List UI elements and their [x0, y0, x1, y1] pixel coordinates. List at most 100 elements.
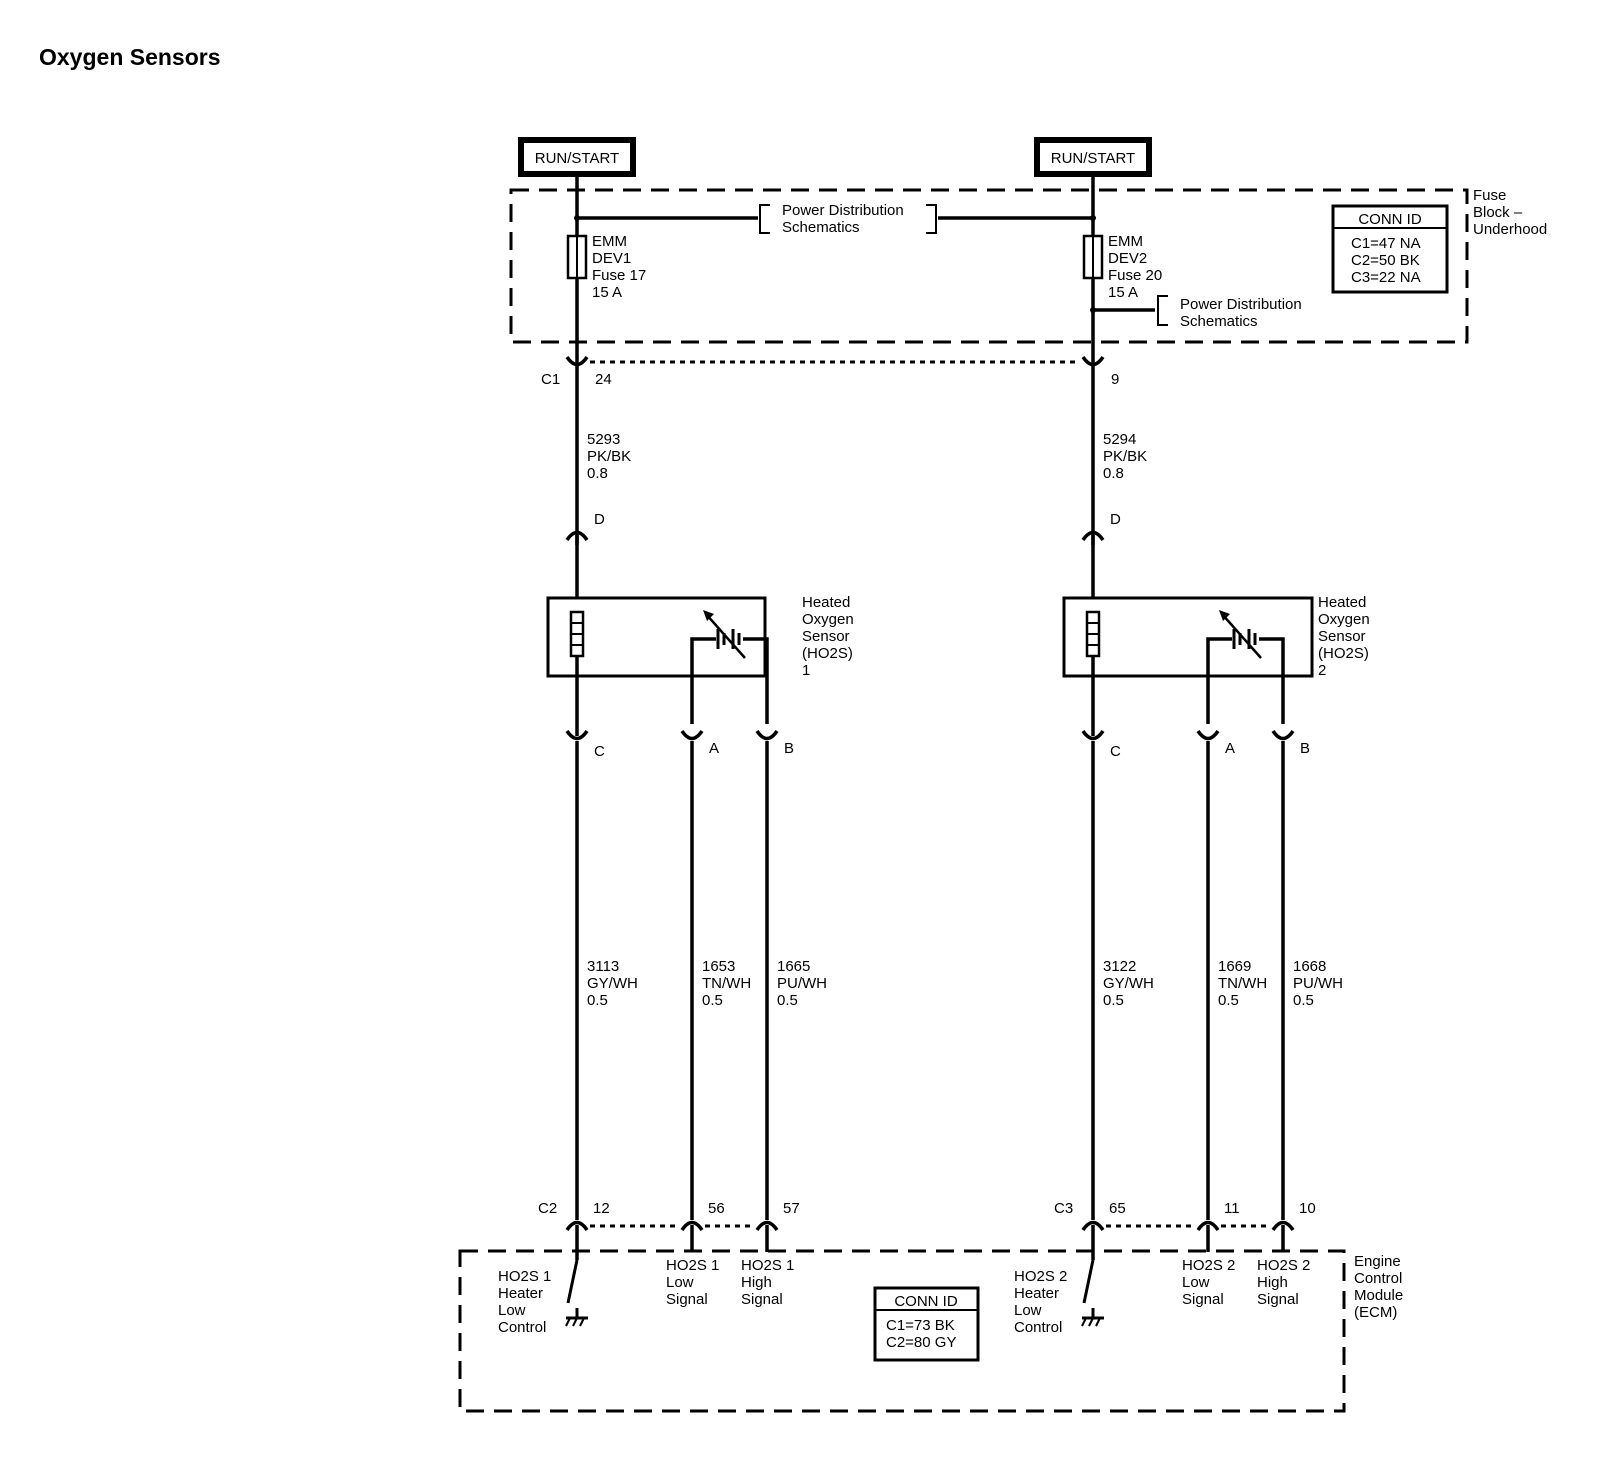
- svg-text:CONN ID: CONN ID: [894, 1293, 958, 1310]
- svg-text:Control: Control: [1014, 1319, 1062, 1336]
- svg-text:(ECM): (ECM): [1354, 1304, 1397, 1321]
- svg-text:PU/WH: PU/WH: [1293, 975, 1343, 992]
- fuse-17: EMM DEV1 Fuse 17 15 A: [566, 233, 646, 301]
- sensor-1-connectors: C A B: [565, 676, 794, 760]
- svg-text:HO2S 2: HO2S 2: [1014, 1268, 1067, 1285]
- svg-text:5294: 5294: [1103, 431, 1136, 448]
- svg-text:HO2S 2: HO2S 2: [1257, 1257, 1310, 1274]
- svg-text:Heater: Heater: [498, 1285, 543, 1302]
- svg-text:HO2S 2: HO2S 2: [1182, 1257, 1235, 1274]
- svg-text:0.5: 0.5: [1218, 992, 1239, 1009]
- ecm-label: Engine Control Module (ECM): [1354, 1253, 1403, 1321]
- svg-text:HO2S 1: HO2S 1: [666, 1257, 719, 1274]
- svg-text:Low: Low: [666, 1274, 694, 1291]
- svg-text:Sensor: Sensor: [802, 628, 850, 645]
- svg-text:Sensor: Sensor: [1318, 628, 1366, 645]
- svg-text:Low: Low: [1182, 1274, 1210, 1291]
- svg-text:PK/BK: PK/BK: [587, 448, 631, 465]
- svg-text:C1: C1: [541, 371, 560, 388]
- wire-label-1668: 1668 PU/WH 0.5: [1293, 958, 1343, 1009]
- ecm-heater-switch-1: [565, 1259, 588, 1327]
- wire-label-5293: 5293 PK/BK 0.8: [587, 431, 631, 482]
- ecm-label-ho2s1-low: HO2S 1 Low Signal: [666, 1257, 719, 1308]
- svg-text:Signal: Signal: [1257, 1291, 1299, 1308]
- svg-text:DEV2: DEV2: [1108, 250, 1147, 267]
- oxygen-sensor-1: Heated Oxygen Sensor (HO2S) 1: [546, 594, 854, 724]
- svg-text:A: A: [709, 740, 719, 757]
- ecm-label-ho2s1-high: HO2S 1 High Signal: [741, 1257, 794, 1308]
- wire-label-1669: 1669 TN/WH 0.5: [1218, 958, 1267, 1009]
- svg-text:CONN ID: CONN ID: [1358, 211, 1422, 228]
- svg-text:11: 11: [1224, 1200, 1240, 1217]
- power-distribution-ref-2: Power Distribution Schematics: [1157, 295, 1302, 330]
- page-title: Oxygen Sensors: [39, 44, 221, 70]
- svg-text:Control: Control: [498, 1319, 546, 1336]
- connector-d: D D: [565, 511, 1121, 542]
- svg-text:Heater: Heater: [1014, 1285, 1059, 1302]
- svg-text:PU/WH: PU/WH: [777, 975, 827, 992]
- svg-text:1: 1: [802, 662, 810, 679]
- svg-text:5293: 5293: [587, 431, 620, 448]
- svg-text:TN/WH: TN/WH: [1218, 975, 1267, 992]
- wire-label-3113: 3113 GY/WH 0.5: [587, 958, 638, 1009]
- ecm-label-ho2s1-heater: HO2S 1 Heater Low Control: [498, 1268, 551, 1336]
- svg-text:C: C: [594, 743, 605, 760]
- wire-label-3122: 3122 GY/WH 0.5: [1103, 958, 1154, 1009]
- svg-text:D: D: [1110, 511, 1121, 528]
- svg-text:C2=50 BK: C2=50 BK: [1351, 252, 1420, 269]
- svg-text:High: High: [1257, 1274, 1288, 1291]
- svg-text:C1=47 NA: C1=47 NA: [1351, 235, 1421, 252]
- svg-text:A: A: [1225, 740, 1235, 757]
- svg-text:(HO2S): (HO2S): [802, 645, 853, 662]
- svg-text:65: 65: [1109, 1200, 1126, 1217]
- svg-text:Power Distribution: Power Distribution: [1180, 296, 1302, 313]
- svg-text:Schematics: Schematics: [782, 219, 860, 236]
- svg-text:0.5: 0.5: [587, 992, 608, 1009]
- svg-text:1665: 1665: [777, 958, 810, 975]
- svg-text:TN/WH: TN/WH: [702, 975, 751, 992]
- svg-text:B: B: [784, 740, 794, 757]
- ecm-label-ho2s2-low: HO2S 2 Low Signal: [1182, 1257, 1235, 1308]
- svg-text:56: 56: [708, 1200, 725, 1217]
- ecm-boundary: [458, 1249, 1346, 1413]
- svg-text:Control: Control: [1354, 1270, 1402, 1287]
- svg-text:High: High: [741, 1274, 772, 1291]
- fuse-block-conn-id-table: CONN ID C1=47 NA C2=50 BK C3=22 NA: [1331, 204, 1449, 294]
- svg-text:EMM: EMM: [1108, 233, 1143, 250]
- svg-text:0.8: 0.8: [1103, 465, 1124, 482]
- svg-text:0.5: 0.5: [1293, 992, 1314, 1009]
- svg-text:Low: Low: [498, 1302, 526, 1319]
- svg-text:Heated: Heated: [802, 594, 850, 611]
- power-source-right: RUN/START: [1034, 137, 1152, 177]
- svg-text:GY/WH: GY/WH: [587, 975, 638, 992]
- wire-label-1665: 1665 PU/WH 0.5: [777, 958, 827, 1009]
- svg-text:C2: C2: [538, 1200, 557, 1217]
- svg-text:HO2S 1: HO2S 1: [498, 1268, 551, 1285]
- svg-text:Power Distribution: Power Distribution: [782, 202, 904, 219]
- svg-text:Underhood: Underhood: [1473, 221, 1547, 238]
- svg-text:15 A: 15 A: [1108, 284, 1138, 301]
- svg-text:EMM: EMM: [592, 233, 627, 250]
- svg-text:C2=80 GY: C2=80 GY: [886, 1334, 956, 1351]
- svg-text:Signal: Signal: [741, 1291, 783, 1308]
- svg-text:2: 2: [1318, 662, 1326, 679]
- svg-text:Fuse: Fuse: [1473, 187, 1506, 204]
- fuse-block-label: Fuse Block – Underhood: [1473, 187, 1547, 238]
- fuse-block-boundary: [509, 188, 1469, 344]
- svg-text:D: D: [594, 511, 605, 528]
- svg-text:Heated: Heated: [1318, 594, 1366, 611]
- ecm-conn-id-table: CONN ID C1=73 BK C2=80 GY: [873, 1286, 980, 1362]
- svg-text:B: B: [1300, 740, 1310, 757]
- svg-text:1653: 1653: [702, 958, 735, 975]
- svg-text:Fuse 20: Fuse 20: [1108, 267, 1162, 284]
- svg-text:C: C: [1110, 743, 1121, 760]
- sensor-2-connectors: C A B: [1081, 676, 1310, 760]
- svg-text:Block –: Block –: [1473, 204, 1523, 221]
- svg-text:C3=22 NA: C3=22 NA: [1351, 269, 1421, 286]
- svg-text:Module: Module: [1354, 1287, 1403, 1304]
- svg-text:Low: Low: [1014, 1302, 1042, 1319]
- svg-text:9: 9: [1111, 371, 1119, 388]
- ecm-heater-switch-2: [1081, 1259, 1104, 1327]
- svg-text:PK/BK: PK/BK: [1103, 448, 1147, 465]
